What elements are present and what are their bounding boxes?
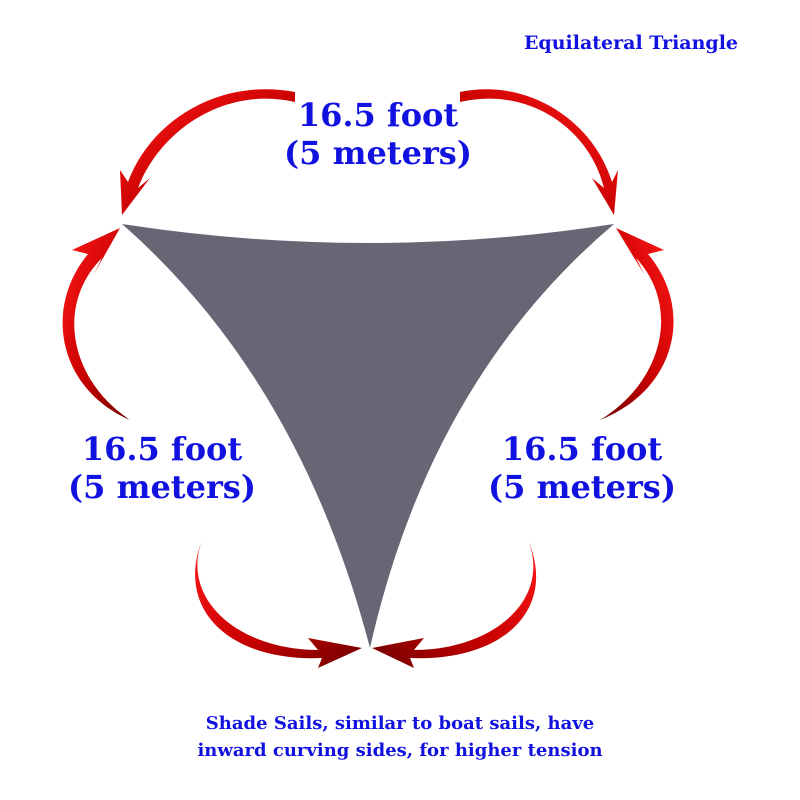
right-dimension-arrows: [372, 228, 674, 668]
left-side-length-metric: (5 meters): [68, 468, 256, 506]
left-side-length-imperial: 16.5 foot: [81, 430, 243, 468]
arrow-right-upper: [600, 228, 674, 420]
caption: Shade Sails, similar to boat sails, have…: [0, 710, 800, 764]
left-side-label: 16.5 foot (5 meters): [42, 430, 282, 506]
top-side-length-metric: (5 meters): [284, 134, 472, 172]
arrow-top-left: [120, 89, 295, 215]
caption-line-1: Shade Sails, similar to boat sails, have: [205, 713, 595, 734]
caption-line-2: inward curving sides, for higher tension: [197, 740, 603, 761]
arrow-right-lower: [372, 540, 537, 668]
shade-sail-triangle: [122, 224, 614, 648]
top-side-label: 16.5 foot (5 meters): [258, 96, 498, 172]
left-dimension-arrows: [62, 228, 362, 668]
diagram-title: Equilateral Triangle: [523, 32, 738, 54]
right-side-label: 16.5 foot (5 meters): [462, 430, 702, 506]
right-side-length-imperial: 16.5 foot: [501, 430, 663, 468]
arrow-left-upper: [62, 228, 130, 420]
top-dimension-arrows: [120, 89, 618, 215]
arrow-left-lower: [195, 540, 362, 668]
right-side-length-metric: (5 meters): [488, 468, 676, 506]
top-side-length-imperial: 16.5 foot: [297, 96, 459, 134]
